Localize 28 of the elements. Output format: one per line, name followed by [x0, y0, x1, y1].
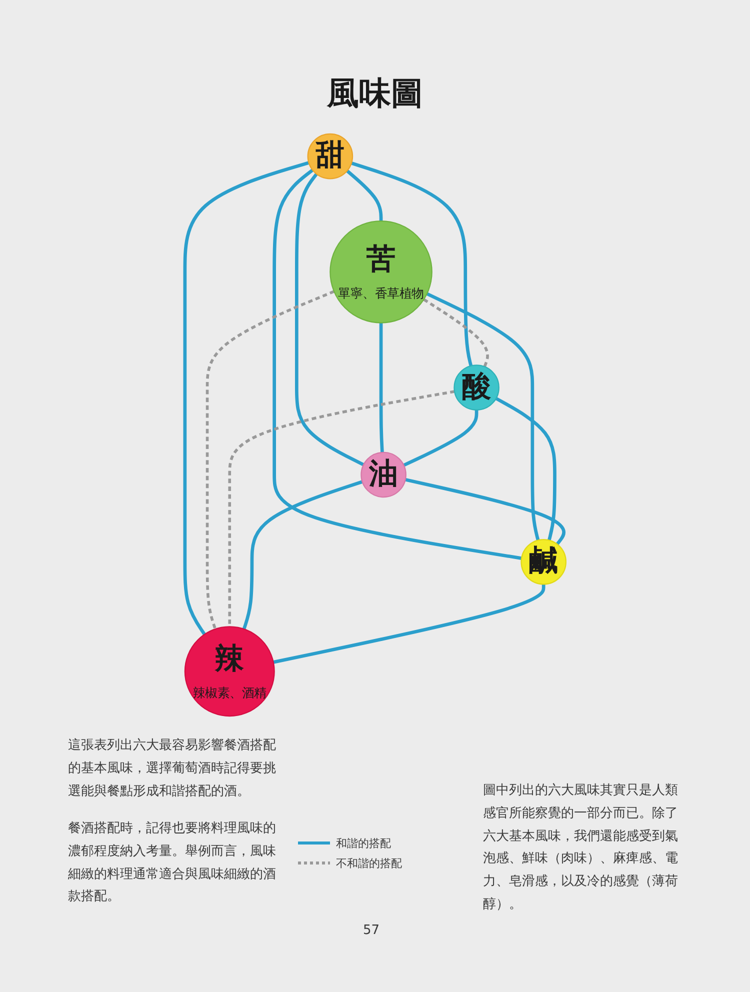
- connector-line: [346, 170, 382, 222]
- connector-line: [228, 390, 454, 627]
- connector-line: [294, 172, 364, 466]
- body-paragraph: 餐酒搭配時，記得也要將料理風味的濃郁程度納入考量。舉例而言，風味細緻的料理通常適合與風味細緻的酒款搭配。: [68, 820, 277, 906]
- taste-circle: 酸: [453, 364, 500, 410]
- body-paragraph: 這張表列出六大最容易影響餐酒搭配的基本風味，選擇葡萄酒時記得要挑選能與餐點形成和諧搭配的酒。: [68, 737, 277, 800]
- taste-circle: 油: [360, 452, 406, 498]
- connector-line: [422, 298, 488, 368]
- connector-line: [404, 478, 566, 546]
- connector-line: [426, 292, 540, 541]
- connector-line: [272, 584, 545, 664]
- connector-line: [494, 396, 556, 541]
- connector-line: [182, 161, 309, 636]
- connector-line: [402, 410, 478, 467]
- connector-line: [378, 322, 384, 453]
- connector-line: [205, 290, 334, 630]
- taste-circle: 苦 單寧、香草植物: [329, 220, 432, 324]
- diagram-title: 風味圖: [327, 74, 423, 112]
- page-number: 57: [363, 922, 380, 940]
- legend-label: 和諧的搭配: [336, 836, 391, 850]
- body-paragraph: 圖中列出的六大風味其實只是人類感官所能察覺的一部分而已。除了六大基本風味，我們還能感受到氣泡感、鮮味（肉味）、麻痺感、電力、皂滑感，以及冷的感覺（薄荷醇）。: [483, 782, 679, 914]
- connector-line: [272, 168, 522, 560]
- taste-circle: 鹹: [520, 538, 566, 585]
- connector-line: [350, 162, 472, 366]
- connector-line: [242, 480, 362, 630]
- legend-label: 不和諧的搭配: [336, 856, 402, 870]
- taste-circle: 辣 辣椒素、酒精: [184, 626, 274, 717]
- taste-circle: 甜: [306, 133, 353, 180]
